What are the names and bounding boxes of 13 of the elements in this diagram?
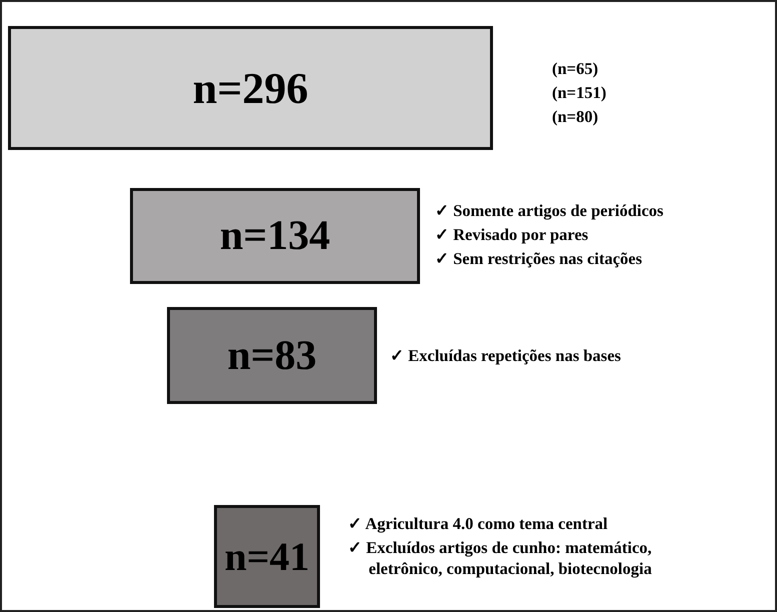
count-box: n=83 (167, 307, 377, 404)
criteria-text: (n=80) (552, 106, 600, 127)
count-box: n=134 (130, 188, 420, 284)
criteria-text: ✓ Revisado por pares (435, 224, 590, 245)
count-box: n=41 (214, 505, 320, 608)
criteria-text: (n=65) (552, 58, 600, 79)
count-box: n=296 (8, 26, 493, 150)
criteria-text: ✓ Agricultura 4.0 como tema central (348, 513, 609, 534)
criteria-text: ✓ Excluídos artigos de cunho: matemático, eletrônico, computacional, biotecnologia (348, 537, 653, 579)
criteria-text: ✓ Sem restrições nas citações (435, 248, 644, 269)
criteria-text: (n=151) (552, 82, 606, 103)
criteria-text: ✓ Excluídas repetições nas bases (390, 345, 621, 366)
criteria-text: ✓ Somente artigos de periódicos (435, 200, 664, 221)
